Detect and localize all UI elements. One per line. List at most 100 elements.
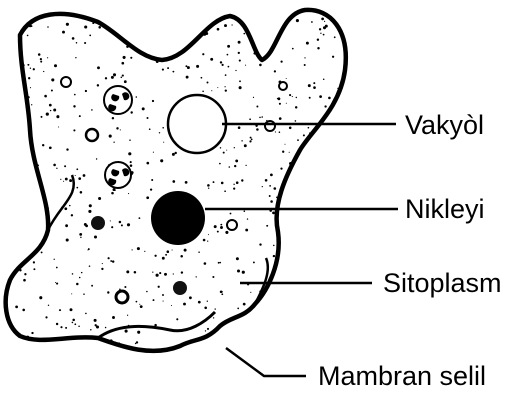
cytoplasm-speck <box>277 201 280 204</box>
cytoplasm-speck <box>205 330 206 331</box>
cytoplasm-speck <box>203 239 206 242</box>
cytoplasm-speck <box>226 150 227 151</box>
cytoplasm-speck <box>217 28 220 31</box>
cytoplasm-speck <box>202 53 204 55</box>
cytoplasm-speck <box>319 28 321 30</box>
cytoplasm-speck <box>125 330 128 333</box>
cytoplasm-speck <box>149 128 151 130</box>
cytoplasm-speck <box>227 45 230 48</box>
cytoplasm-speck <box>94 319 97 322</box>
cytoplasm-speck <box>132 249 133 250</box>
cytoplasm-speck <box>270 174 273 177</box>
cytoplasm-speck <box>146 291 148 293</box>
cytoplasm-speck <box>89 265 91 267</box>
cytoplasm-speck <box>120 129 121 130</box>
cytoplasm-speck <box>152 100 154 102</box>
cytoplasm-speck <box>81 272 82 273</box>
cytoplasm-speck <box>186 76 189 79</box>
cytoplasm-speck <box>72 322 74 324</box>
cytoplasm-speck <box>159 132 160 133</box>
cytoplasm-speck <box>64 165 66 167</box>
cytoplasm-speck <box>328 97 331 100</box>
cytoplasm-speck <box>159 272 161 274</box>
cytoplasm-speck <box>245 165 246 166</box>
cytoplasm-speck <box>185 65 187 67</box>
cytoplasm-speck <box>15 306 18 309</box>
cytoplasm-speck <box>78 325 80 327</box>
cytoplasm-speck <box>176 318 178 320</box>
cytoplasm-speck <box>130 57 132 59</box>
cytoplasm-speck <box>56 323 58 325</box>
cytoplasm-speck <box>185 49 187 51</box>
cytoplasm-speck <box>71 293 72 294</box>
cytoplasm-speck <box>121 62 124 65</box>
cytoplasm-speck <box>235 70 236 71</box>
cytoplasm-speck <box>30 68 31 69</box>
cytoplasm-speck <box>71 214 73 216</box>
cytoplasm-speck <box>65 327 67 329</box>
cytoplasm-speck <box>320 33 321 34</box>
contractile-vacuole <box>168 95 226 153</box>
cytoplasm-speck <box>162 294 164 296</box>
cytoplasm-speck <box>317 47 319 49</box>
cytoplasm-speck <box>253 261 255 263</box>
cytoplasm-speck <box>261 116 263 118</box>
cytoplasm-speck <box>167 67 169 69</box>
cytoplasm-speck <box>31 104 32 105</box>
cytoplasm-speck <box>116 127 118 129</box>
cytoplasm-speck <box>304 57 305 58</box>
cytoplasm-speck <box>47 57 48 58</box>
cytoplasm-speck <box>324 105 326 107</box>
cytoplasm-speck <box>220 147 221 148</box>
cytoplasm-speck <box>128 193 129 194</box>
cytoplasm-speck <box>323 79 325 81</box>
cytoplasm-speck <box>238 52 240 54</box>
cytoplasm-speck <box>277 98 278 99</box>
cytoplasm-speck <box>244 210 246 212</box>
cytoplasm-speck <box>40 58 42 60</box>
cytoplasm-speck <box>42 144 44 146</box>
cytoplasm-speck <box>259 64 262 67</box>
cytoplasm-speck <box>172 180 175 183</box>
cytoplasm-speck <box>76 187 78 189</box>
small-vacuole <box>61 77 71 87</box>
cytoplasm-speck <box>313 86 316 89</box>
cytoplasm-speck <box>54 259 55 260</box>
cytoplasm-speck <box>72 336 74 338</box>
cytoplasm-speck <box>119 221 122 224</box>
cytoplasm-speck <box>43 71 44 72</box>
cytoplasm-speck <box>227 54 229 56</box>
cytoplasm-speck <box>76 283 79 286</box>
cytoplasm-speck <box>51 78 54 81</box>
cytoplasm-speck <box>33 268 35 270</box>
cytoplasm-speck <box>165 254 167 256</box>
cytoplasm-speck <box>251 139 253 141</box>
cytoplasm-speck <box>207 301 208 302</box>
cytoplasm-speck <box>109 135 112 138</box>
cytoplasm-speck <box>80 237 81 238</box>
cytoplasm-speck <box>55 282 56 283</box>
cytoplasm-speck <box>110 220 111 221</box>
cytoplasm-speck <box>128 152 131 155</box>
cytoplasm-speck <box>41 116 43 118</box>
cytoplasm-speck <box>75 175 76 176</box>
cytoplasm-speck <box>69 205 70 206</box>
cytoplasm-speck <box>210 58 213 61</box>
cytoplasm-speck <box>136 301 138 303</box>
cytoplasm-speck <box>110 339 113 342</box>
cytoplasm-speck <box>127 223 130 226</box>
cytoplasm-speck <box>286 103 287 104</box>
cytoplasm-speck <box>238 41 241 44</box>
cytoplasm-speck <box>83 174 86 177</box>
cytoplasm-speck <box>212 276 214 278</box>
cytoplasm-speck <box>219 262 221 264</box>
cytoplasm-speck <box>31 332 33 334</box>
dark-granule <box>173 281 187 295</box>
cytoplasm-speck <box>228 66 230 68</box>
cytoplasm-speck <box>83 293 85 295</box>
cytoplasm-speck <box>275 131 276 132</box>
cytoplasm-speck <box>60 179 61 180</box>
cytoplasm-speck <box>171 305 172 306</box>
cytoplasm-speck <box>82 17 85 20</box>
cytoplasm-speck <box>139 304 140 305</box>
